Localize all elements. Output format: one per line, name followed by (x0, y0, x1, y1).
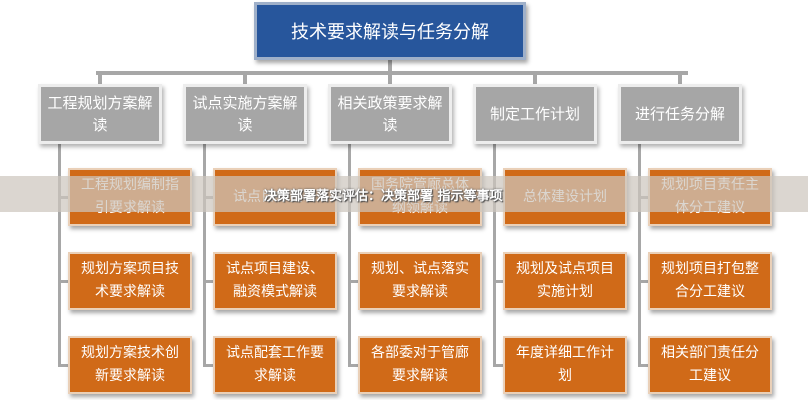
column-spine-line (638, 144, 641, 367)
overlay-caption: 决策部署落实评估：决策部署 指示等事项 (264, 189, 503, 204)
item-branch-line (348, 280, 359, 283)
category-node-policy-requirements: 相关政策要求解读 (328, 84, 452, 144)
overlay-band (0, 176, 808, 212)
item-branch-line (493, 280, 504, 283)
item-label: 年度详细工作计划 (516, 345, 614, 384)
column-spine-line (203, 144, 206, 367)
item-node: 规划项目打包整合分工建议 (648, 252, 772, 310)
item-node: 规划方案技术创新要求解读 (68, 336, 192, 394)
root-stem-line (388, 60, 392, 74)
item-label: 规划及试点项目实施计划 (516, 261, 614, 300)
item-label: 规划项目打包整合分工建议 (661, 261, 759, 300)
column-spine-line (493, 144, 496, 367)
item-branch-line (203, 364, 214, 367)
item-label: 试点项目建设、融资模式解读 (226, 261, 324, 300)
item-label: 相关部门责任分工建议 (661, 345, 759, 384)
category-title: 试点实施方案解读 (192, 94, 298, 134)
category-node-task-breakdown: 进行任务分解 (618, 84, 742, 144)
root-horizontal-line (96, 71, 688, 75)
root-node: 技术要求解读与任务分解 (254, 2, 526, 60)
item-branch-line (493, 364, 504, 367)
category-drop-line (98, 71, 102, 84)
item-label: 规划方案项目技术要求解读 (81, 261, 179, 300)
item-node: 年度详细工作计划 (503, 336, 627, 394)
category-title: 相关政策要求解读 (337, 94, 443, 134)
category-title: 进行任务分解 (634, 105, 725, 123)
category-drop-line (678, 71, 682, 84)
category-title: 工程规划方案解读 (47, 94, 153, 134)
item-branch-line (58, 364, 69, 367)
category-drop-line (533, 71, 537, 84)
item-branch-line (348, 364, 359, 367)
item-branch-line (58, 280, 69, 283)
item-node: 各部委对于管廊要求解读 (358, 336, 482, 394)
item-node: 规划方案项目技术要求解读 (68, 252, 192, 310)
item-label: 规划方案技术创新要求解读 (81, 345, 179, 384)
category-drop-line (243, 71, 247, 84)
item-branch-line (638, 364, 649, 367)
item-node: 试点配套工作要求解读 (213, 336, 337, 394)
item-node: 规划、试点落实要求解读 (358, 252, 482, 310)
category-drop-line (388, 71, 392, 84)
item-label: 规划、试点落实要求解读 (371, 261, 469, 300)
root-title: 技术要求解读与任务分解 (291, 22, 489, 43)
column-spine-line (348, 144, 351, 367)
item-node: 试点项目建设、融资模式解读 (213, 252, 337, 310)
category-title: 制定工作计划 (489, 105, 580, 123)
item-branch-line (203, 280, 214, 283)
item-node: 相关部门责任分工建议 (648, 336, 772, 394)
item-node: 规划及试点项目实施计划 (503, 252, 627, 310)
column-spine-line (58, 144, 61, 367)
item-branch-line (638, 280, 649, 283)
category-node-work-plan: 制定工作计划 (473, 84, 597, 144)
item-label: 试点配套工作要求解读 (226, 345, 324, 384)
category-node-pilot-implementation: 试点实施方案解读 (183, 84, 307, 144)
category-node-engineering-plan: 工程规划方案解读 (38, 84, 162, 144)
item-label: 各部委对于管廊要求解读 (371, 345, 469, 384)
